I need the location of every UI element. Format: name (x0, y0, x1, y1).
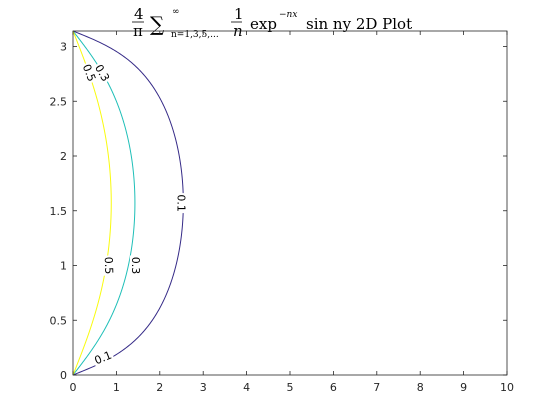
contour-label: 0.1 (91, 347, 115, 367)
x-tick-label: 7 (373, 381, 380, 394)
y-tick-label: 0 (60, 369, 67, 382)
contour-label-text: 0.1 (175, 194, 188, 212)
x-tick-label: 3 (200, 381, 207, 394)
axes: 0 1 2 3 4 5 6 7 8 9 10 0 0.5 1 1.5 2 2.5 3 (50, 30, 514, 394)
contour-label-text: 0.5 (102, 257, 116, 275)
x-tick-label: 10 (500, 381, 514, 394)
x-tick-label: 8 (417, 381, 424, 394)
y-tick-label: 0.5 (50, 314, 68, 327)
x-tick-label: 6 (330, 381, 337, 394)
contour-label: 0.1 (175, 193, 189, 214)
title-sum-lower: n=1,3,5,... (171, 30, 219, 40)
contour-label: 0.5 (102, 255, 117, 276)
contour-line-0-3 (72, 30, 136, 376)
title-rest: sin ny 2D Plot (306, 15, 412, 33)
contour-label-text: 0.5 (80, 62, 99, 83)
contour-label: 0.3 (129, 255, 143, 276)
x-tick-label: 2 (156, 381, 163, 394)
title-sum-symbol: ∑ (150, 12, 165, 36)
y-tick-label: 1 (60, 260, 67, 273)
contour-label-text: 0.3 (129, 257, 142, 275)
contour-line-0-5 (72, 30, 112, 376)
title-exp-power: −nx (279, 10, 297, 20)
title-frac-numerator: 4 (134, 5, 144, 23)
title-frac2-numerator: 1 (234, 5, 244, 23)
axes-box (72, 30, 508, 376)
x-tick-label: 5 (287, 381, 294, 394)
y-tick-label: 3 (60, 41, 67, 54)
x-tick-label: 4 (243, 381, 250, 394)
contour-label-text: 0.1 (93, 349, 114, 368)
y-tick-label: 2.5 (50, 95, 68, 108)
contour-level-labels: 0.10.10.30.30.50.5 (80, 60, 189, 367)
x-tick-label: 9 (460, 381, 467, 394)
x-tick-label: 1 (113, 381, 120, 394)
title-sum-upper: ∞ (172, 7, 180, 17)
y-tick-label: 2 (60, 150, 67, 163)
x-tick-label: 0 (70, 381, 77, 394)
y-tick-label: 1.5 (50, 205, 68, 218)
title-exp: exp (250, 15, 277, 33)
contour-label: 0.5 (80, 60, 100, 85)
chart-title: 4 π ∑ ∞ n=1,3,5,... 1 n exp −nx sin ny 2… (132, 5, 412, 40)
